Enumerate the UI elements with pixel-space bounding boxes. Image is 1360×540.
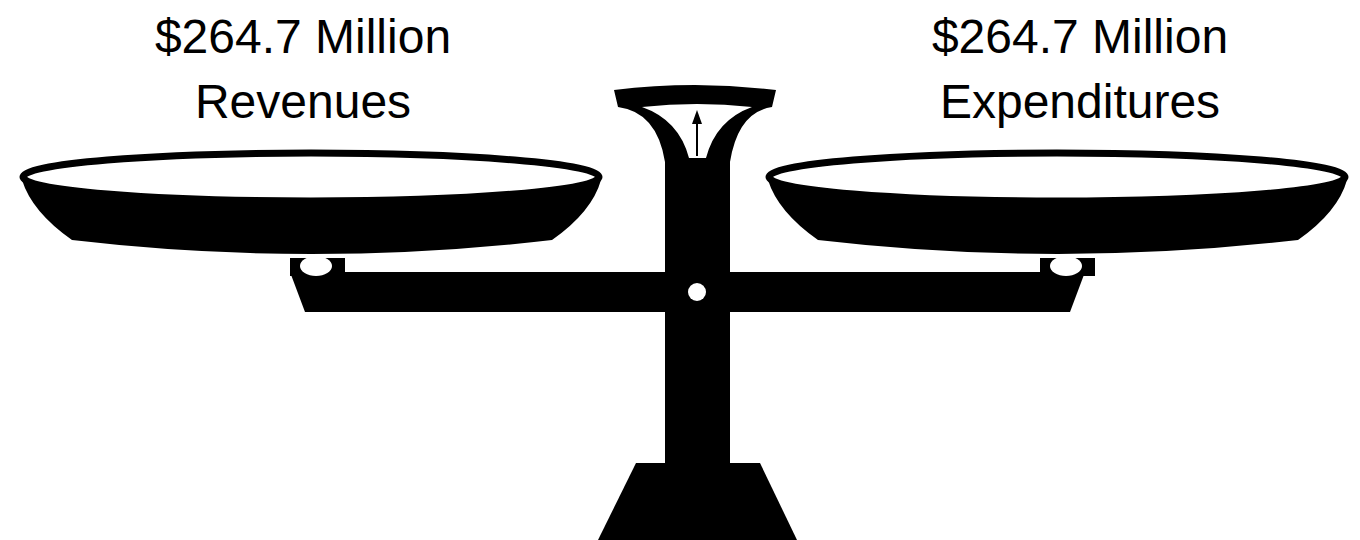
- indicator-window: [642, 104, 752, 158]
- category-label: Revenues: [195, 78, 411, 126]
- scale-pan-top: [769, 153, 1345, 201]
- amount-label: $264.7 Million: [932, 13, 1228, 61]
- scale-indicator: [614, 85, 776, 162]
- amount-label: $264.7 Million: [155, 13, 451, 61]
- indicator-needle: [696, 122, 698, 156]
- scale-base: [598, 463, 797, 540]
- pan-support-notch: [300, 256, 332, 276]
- pan-support-notch: [1050, 256, 1082, 276]
- pivot: [688, 283, 706, 301]
- indicator-arrowhead: [692, 110, 702, 124]
- category-label: Expenditures: [940, 78, 1220, 126]
- scale-pan-top: [23, 153, 599, 201]
